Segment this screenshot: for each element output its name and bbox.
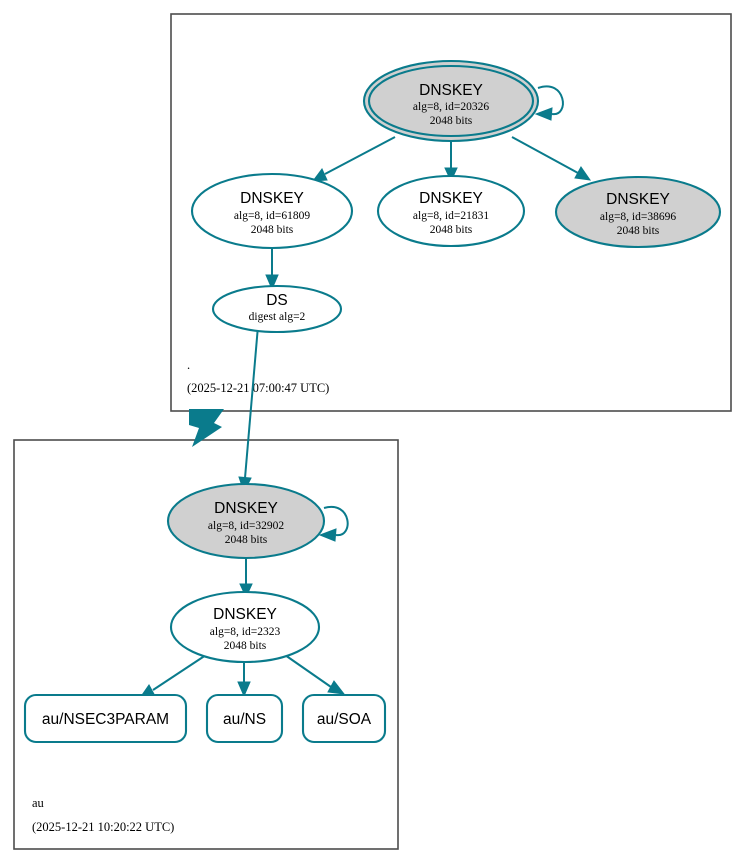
node-dnskey-au-32902-bits: 2048 bits bbox=[225, 534, 268, 546]
zone-timestamp-root: (2025-12-21 07:00:47 UTC) bbox=[187, 381, 329, 395]
edge-au-zsk2323-to-ns bbox=[237, 660, 251, 698]
node-dnskey-au-2323[interactable]: DNSKEY alg=8, id=2323 2048 bits bbox=[169, 590, 321, 664]
zone-label-au: au bbox=[32, 796, 45, 810]
edge-au-zsk2323-to-nsec3param bbox=[138, 654, 207, 699]
edge-zsk61809-to-ds bbox=[265, 244, 279, 291]
zone-cluster-au-border bbox=[13, 439, 399, 850]
node-rrset-nsec3param-label: au/NSEC3PARAM bbox=[42, 711, 169, 728]
node-dnskey-root-20326-alg: alg=8, id=20326 bbox=[413, 101, 489, 113]
delegation-arrow-root-to-au bbox=[189, 409, 224, 447]
node-dnskey-root-61809-shape bbox=[190, 172, 354, 250]
node-dnskey-root-38696-alg: alg=8, id=38696 bbox=[600, 211, 676, 223]
node-dnskey-root-61809-bits: 2048 bits bbox=[251, 224, 294, 236]
zone-cluster-au: au (2025-12-21 10:20:22 UTC) bbox=[13, 439, 399, 850]
node-rrset-ns-label: au/NS bbox=[223, 711, 266, 728]
node-rrset-ns[interactable]: au/NS bbox=[205, 693, 284, 744]
node-dnskey-root-21831-shape bbox=[376, 174, 526, 248]
edge-ksk20326-to-zsk61809 bbox=[311, 136, 396, 182]
node-dnskey-root-21831-alg: alg=8, id=21831 bbox=[413, 210, 489, 222]
zone-timestamp-au: (2025-12-21 10:20:22 UTC) bbox=[32, 820, 174, 834]
edge-self-loop-au-ksk32902 bbox=[318, 505, 349, 542]
edge-ksk20326-to-ksk38696 bbox=[511, 136, 592, 181]
node-dnskey-au-32902-title: DNSKEY bbox=[214, 500, 278, 517]
node-dnskey-root-61809-alg: alg=8, id=61809 bbox=[234, 210, 310, 222]
node-dnskey-root-38696-shape bbox=[554, 175, 722, 249]
node-rrset-soa-label: au/SOA bbox=[317, 711, 372, 728]
node-dnskey-au-2323-alg: alg=8, id=2323 bbox=[210, 626, 281, 638]
node-ds-au-digest: digest alg=2 bbox=[249, 311, 306, 323]
node-dnskey-root-38696-bits: 2048 bits bbox=[617, 225, 660, 237]
node-dnskey-root-20326-title: DNSKEY bbox=[419, 82, 483, 99]
node-ds-au-title: DS bbox=[266, 292, 288, 309]
edge-ds-to-au-ksk32902 bbox=[238, 325, 259, 494]
node-dnskey-au-2323-bits: 2048 bits bbox=[224, 640, 267, 652]
node-dnskey-root-21831[interactable]: DNSKEY alg=8, id=21831 2048 bits bbox=[376, 174, 526, 248]
node-dnskey-root-20326-inner bbox=[367, 64, 535, 138]
zone-cluster-root-border bbox=[170, 13, 732, 412]
node-rrset-nsec3param-shape bbox=[23, 693, 188, 744]
zone-label-root: . bbox=[187, 358, 190, 372]
zone-cluster-root: . (2025-12-21 07:00:47 UTC) bbox=[170, 13, 732, 412]
node-dnskey-root-21831-bits: 2048 bits bbox=[430, 224, 473, 236]
node-dnskey-root-38696-title: DNSKEY bbox=[606, 191, 670, 208]
node-dnskey-au-32902[interactable]: DNSKEY alg=8, id=32902 2048 bits bbox=[166, 482, 326, 560]
node-dnskey-root-20326-bits: 2048 bits bbox=[430, 115, 473, 127]
node-dnskey-root-21831-title: DNSKEY bbox=[419, 190, 483, 207]
node-rrset-soa[interactable]: au/SOA bbox=[301, 693, 387, 744]
node-rrset-soa-shape bbox=[301, 693, 387, 744]
node-dnskey-root-61809[interactable]: DNSKEY alg=8, id=61809 2048 bits bbox=[190, 172, 354, 250]
node-ds-au-shape bbox=[211, 284, 343, 334]
edge-au-ksk32902-to-zsk2323 bbox=[239, 556, 253, 599]
node-rrset-nsec3param[interactable]: au/NSEC3PARAM bbox=[23, 693, 188, 744]
node-dnskey-au-32902-alg: alg=8, id=32902 bbox=[208, 520, 284, 532]
edge-au-zsk2323-to-soa bbox=[284, 654, 346, 695]
node-dnskey-au-2323-title: DNSKEY bbox=[213, 606, 277, 623]
node-dnskey-root-61809-title: DNSKEY bbox=[240, 190, 304, 207]
edge-ksk20326-to-zsk21831 bbox=[444, 139, 458, 183]
node-dnskey-au-32902-shape bbox=[166, 482, 326, 560]
node-ds-au[interactable]: DS digest alg=2 bbox=[211, 284, 343, 334]
node-dnskey-root-20326[interactable]: DNSKEY alg=8, id=20326 2048 bits bbox=[362, 59, 540, 143]
node-dnskey-au-2323-shape bbox=[169, 590, 321, 664]
node-rrset-ns-shape bbox=[205, 693, 284, 744]
edge-self-loop-ksk20326 bbox=[534, 85, 564, 121]
node-dnskey-root-38696[interactable]: DNSKEY alg=8, id=38696 2048 bits bbox=[554, 175, 722, 249]
